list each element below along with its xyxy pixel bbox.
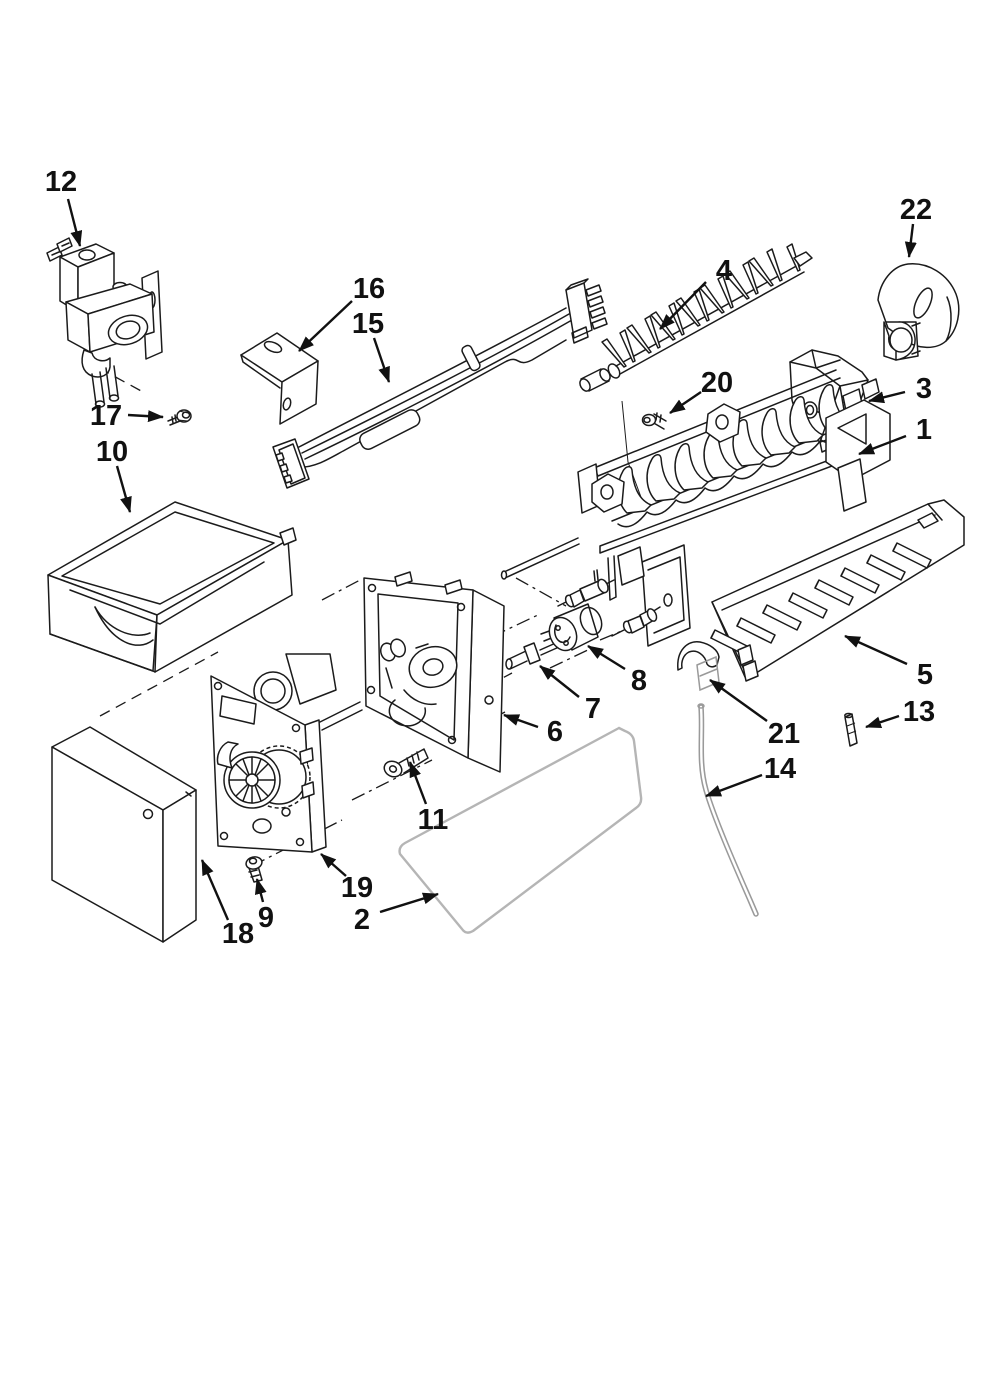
- part-icemaker-mold: [500, 369, 891, 647]
- callout-arrow-22: [904, 223, 917, 258]
- part-bracket: [240, 332, 319, 425]
- callout-arrow-15: [372, 337, 391, 383]
- callout-label-13: 13: [903, 696, 935, 728]
- callout-label-5: 5: [917, 659, 933, 691]
- part-pin: [844, 712, 858, 747]
- callout-label-17: 17: [90, 400, 122, 432]
- callout-label-15: 15: [352, 308, 384, 340]
- part-screw-9: [245, 856, 263, 883]
- part-screw-11: [383, 748, 429, 778]
- callout-label-3: 3: [916, 373, 932, 405]
- part-gear-plate: [210, 653, 363, 853]
- callout-arrow-21: [709, 679, 768, 722]
- part-shaft: [505, 641, 560, 670]
- part-fill-tube: [697, 703, 759, 917]
- callout-arrow-3: [868, 390, 906, 404]
- callout-label-10: 10: [96, 436, 128, 468]
- callout-arrow-13: [865, 714, 900, 729]
- part-screw-20: [641, 412, 667, 430]
- part-module-housing: [363, 571, 505, 773]
- callout-label-7: 7: [585, 693, 601, 725]
- callout-label-18: 18: [222, 918, 254, 950]
- callout-arrow-16: [298, 300, 353, 352]
- callout-arrow-5: [844, 634, 908, 666]
- part-motor: [540, 569, 661, 652]
- callout-label-1: 1: [916, 414, 932, 446]
- callout-arrow-9: [254, 878, 267, 903]
- callout-label-11: 11: [418, 804, 449, 836]
- callout-arrow-20: [669, 391, 702, 414]
- callout-arrow-7: [539, 665, 580, 698]
- callout-label-9: 9: [258, 902, 274, 934]
- callout-label-12: 12: [45, 166, 77, 198]
- callout-arrow-19: [320, 853, 347, 877]
- callout-arrow-4: [659, 281, 707, 330]
- callout-label-2: 2: [354, 904, 370, 936]
- callout-label-6: 6: [547, 716, 563, 748]
- callout-label-19: 19: [341, 872, 373, 904]
- callout-arrow-2: [379, 892, 439, 914]
- part-ice-bin: [47, 501, 297, 673]
- callout-label-14: 14: [764, 753, 796, 785]
- part-cover: [51, 726, 197, 943]
- callout-arrow-10: [115, 465, 132, 513]
- callout-label-16: 16: [353, 273, 385, 305]
- part-ice-stripper: [710, 499, 965, 682]
- part-rake: [579, 243, 813, 392]
- part-shutoff-arm: [398, 726, 643, 934]
- callout-label-21: 21: [768, 718, 800, 750]
- callout-arrow-1: [858, 434, 907, 456]
- callout-arrow-18: [200, 859, 230, 921]
- callout-arrow-6: [503, 713, 539, 729]
- part-bracket-clamp: [877, 263, 960, 361]
- callout-arrow-17: [127, 410, 164, 423]
- part-screw-17: [167, 409, 192, 426]
- callout-label-20: 20: [701, 367, 733, 399]
- callout-arrow-11: [408, 761, 428, 805]
- callout-label-8: 8: [631, 665, 647, 697]
- callout-arrow-14: [705, 773, 763, 798]
- part-water-inlet-valve: [46, 237, 163, 408]
- callout-arrow-12: [66, 198, 83, 247]
- callout-label-22: 22: [900, 194, 932, 226]
- callout-arrow-8: [587, 644, 626, 671]
- part-wiring-harness: [272, 278, 608, 489]
- callout-label-4: 4: [716, 255, 732, 287]
